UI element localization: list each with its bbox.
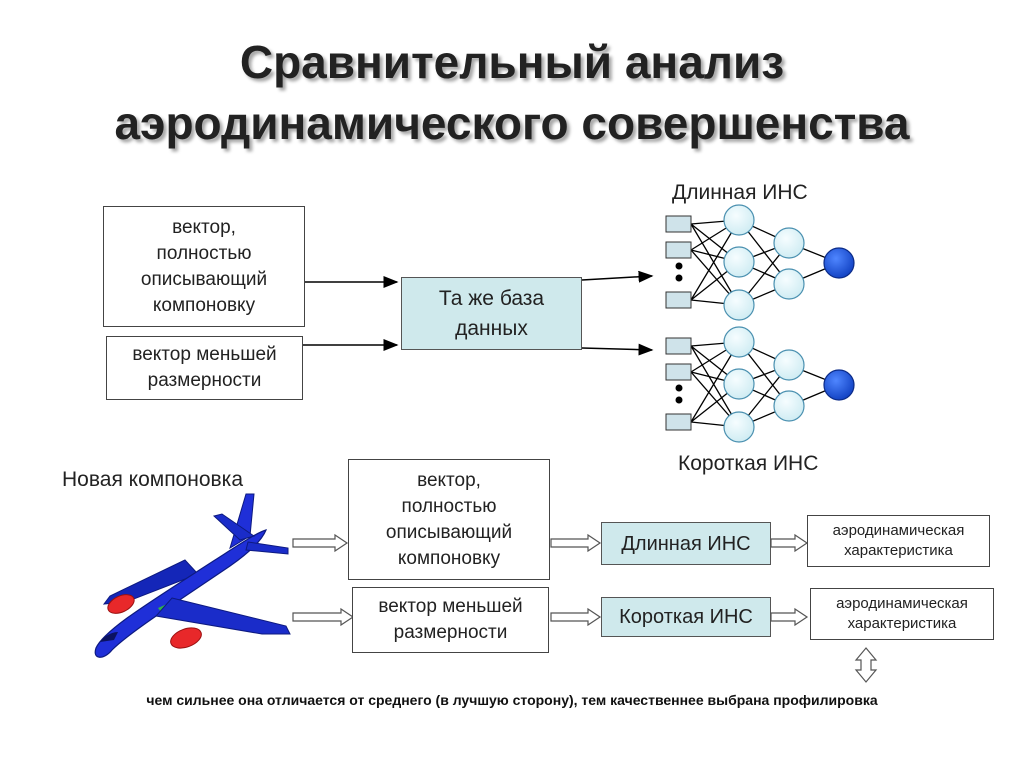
short-ann-hidden-node xyxy=(723,368,755,400)
long-ann-input-node xyxy=(665,291,692,309)
bottom-vector-full-line: описывающий xyxy=(385,521,513,543)
short-ann-input-node xyxy=(665,413,692,431)
long-ann-hidden-node xyxy=(723,289,755,321)
bottom-vector-full-line: компоновку xyxy=(397,547,501,569)
page-title-line-2: аэродинамического совершенства xyxy=(114,97,910,149)
new-layout-label: Новая компоновка xyxy=(62,468,244,491)
long-ann-ellipsis-dot xyxy=(675,262,683,270)
block-arrow-vector-to-long-ann xyxy=(550,533,602,553)
short-ann-connections xyxy=(690,341,840,428)
vector-reduced-box: вектор меньшей размерности xyxy=(106,336,303,400)
vector-full-line: вектор, xyxy=(172,216,236,238)
vector-full-line: полностью xyxy=(156,242,252,264)
short-ann-input-node xyxy=(665,363,692,381)
page-title-line-1: Сравнительный анализ xyxy=(239,36,785,88)
block-arrow-vector-to-short-ann xyxy=(550,607,602,627)
long-ann-input-node xyxy=(665,215,692,233)
short-ann-input-node xyxy=(665,337,692,355)
short-ann-hidden-node xyxy=(723,411,755,443)
bottom-vector-full-box: вектор, полностью описывающий компоновку xyxy=(348,459,550,580)
block-arrow-plane-to-vector-full xyxy=(292,533,349,553)
short-ann-hidden-node xyxy=(723,326,755,358)
short-ann-box: Короткая ИНС xyxy=(601,597,771,637)
footer-note: чем сильнее она отличается от среднего (… xyxy=(146,692,878,708)
bottom-vector-full-line: полностью xyxy=(401,495,497,517)
vector-reduced-line: вектор меньшей xyxy=(132,344,277,365)
block-arrow-short-ann-to-characteristic xyxy=(770,607,809,627)
characteristic-2-line: характеристика xyxy=(847,615,957,632)
database-box: Та же база данных xyxy=(401,277,582,350)
database-line: Та же база xyxy=(438,286,545,310)
bottom-vector-full-line: вектор, xyxy=(417,469,481,491)
long-ann-box-label: Длинная ИНС xyxy=(621,532,751,555)
short-ann-hidden-node xyxy=(773,349,805,381)
vector-full-box: вектор, полностью описывающий компоновку xyxy=(103,206,305,327)
characteristic-box-1: аэродинамическая характеристика xyxy=(807,515,990,567)
short-ann-ellipsis-dot xyxy=(675,384,683,392)
bottom-vector-reduced-box: вектор меньшей размерности xyxy=(352,587,549,653)
vector-full-line: описывающий xyxy=(140,268,268,290)
short-ann-label: Короткая ИНС xyxy=(678,452,819,475)
block-arrow-long-ann-to-characteristic xyxy=(770,533,809,553)
long-ann-connection xyxy=(690,223,740,306)
database-line: данных xyxy=(455,316,528,340)
arrow-database-to-long-ann xyxy=(581,270,654,283)
block-arrow-plane-to-vector-reduced xyxy=(292,607,355,627)
characteristic-box-2: аэродинамическая характеристика xyxy=(810,588,994,640)
short-ann-box-label: Короткая ИНС xyxy=(619,606,753,628)
airplane-illustration xyxy=(94,493,291,658)
long-ann-connections xyxy=(690,219,840,306)
short-ann-ellipsis-dot xyxy=(675,396,683,404)
double-arrow-compare-icon xyxy=(854,647,878,683)
long-ann-hidden-node xyxy=(723,204,755,236)
long-ann-hidden-node xyxy=(723,246,755,278)
long-ann-ellipsis-dot xyxy=(675,274,683,282)
arrow-database-to-short-ann xyxy=(581,343,654,356)
characteristic-2-line: аэродинамическая xyxy=(836,595,968,612)
bottom-vector-reduced-line: размерности xyxy=(393,622,508,643)
short-ann-output-node xyxy=(823,369,855,401)
long-ann-box: Длинная ИНС xyxy=(601,522,771,565)
long-ann-output-node xyxy=(823,247,855,279)
long-ann-hidden-node xyxy=(773,268,805,300)
vector-full-line: компоновку xyxy=(152,294,256,316)
bottom-vector-reduced-line: вектор меньшей xyxy=(378,596,523,617)
short-ann-connection xyxy=(690,345,740,428)
long-ann-input-node xyxy=(665,241,692,259)
vector-reduced-line: размерности xyxy=(147,370,262,391)
long-ann-hidden-node xyxy=(773,227,805,259)
long-ann-network xyxy=(665,204,855,321)
long-ann-label: Длинная ИНС xyxy=(672,181,808,204)
block-arrows xyxy=(292,533,878,683)
short-ann-hidden-node xyxy=(773,390,805,422)
characteristic-1-line: характеристика xyxy=(844,542,953,559)
short-ann-network xyxy=(665,326,855,443)
characteristic-1-line: аэродинамическая xyxy=(832,522,965,539)
